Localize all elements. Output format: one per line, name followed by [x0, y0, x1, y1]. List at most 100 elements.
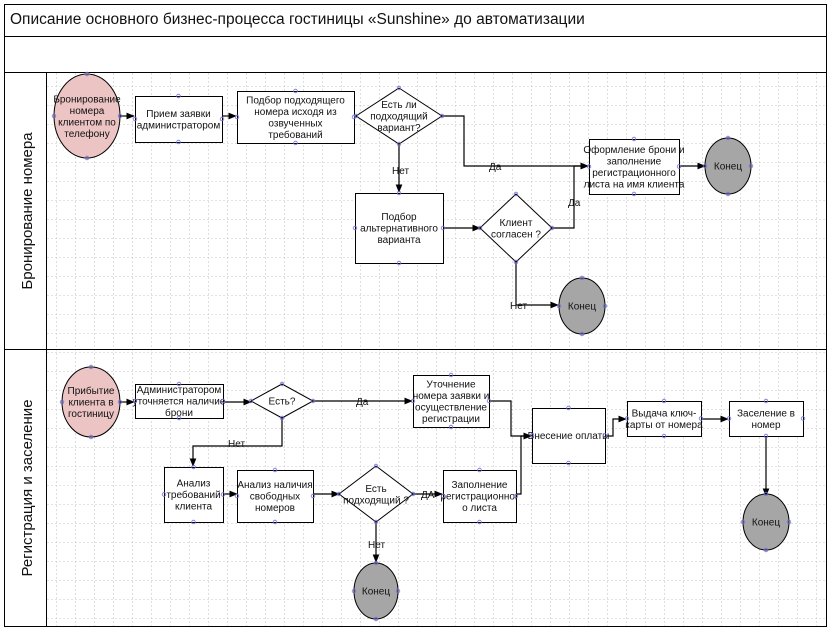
node-text: номера	[70, 106, 105, 117]
node-text: регистрационног	[440, 492, 519, 503]
node-fill-booking: Оформление брони изаполнениерегистрацион…	[583, 136, 685, 197]
connection-point	[763, 491, 769, 497]
process-box	[164, 467, 224, 523]
connection-point	[248, 398, 254, 404]
connection-point	[748, 163, 754, 169]
node-text: брони	[165, 407, 193, 419]
node-text: номера исходя из	[254, 107, 337, 118]
connection-point	[396, 141, 402, 147]
connection-point	[310, 493, 316, 499]
node-text: Есть ли	[381, 100, 417, 111]
node-text: Клиент	[500, 218, 533, 229]
edge-client-no	[515, 262, 559, 309]
diagram-frame	[4, 4, 827, 627]
node-text: требований	[166, 489, 220, 501]
connection-point	[566, 460, 571, 466]
connection-point	[219, 116, 225, 122]
connection-point	[279, 415, 285, 421]
node-end-3: Конец	[740, 491, 792, 553]
decision-shape	[338, 465, 414, 523]
connection-point	[220, 492, 226, 497]
node-text: Конец	[362, 587, 390, 598]
connection-point	[661, 398, 667, 404]
node-text: Конец	[568, 302, 596, 313]
connection-point	[725, 191, 731, 197]
connection-point	[763, 547, 769, 553]
edge-label-no-1: Нет	[392, 166, 409, 177]
node-text: о листа	[462, 503, 497, 514]
connectors	[120, 112, 770, 563]
node-text: требований	[268, 129, 322, 141]
connection-point	[763, 433, 769, 439]
terminator-shape	[558, 277, 606, 335]
process-box	[135, 384, 224, 419]
connection-point	[353, 113, 359, 119]
connection-point	[702, 163, 708, 169]
edge-label-yes-2: Да	[568, 198, 581, 209]
edge-payment-to-key	[605, 415, 627, 437]
connection-point	[220, 398, 226, 404]
edge-label-no-3: Нет	[228, 439, 245, 450]
node-text: свободных	[250, 491, 300, 503]
connection-point	[529, 433, 535, 438]
connection-point	[176, 381, 182, 387]
terminator-shape	[704, 137, 752, 195]
lane-label-booking: Бронирование номера	[19, 132, 36, 290]
node-text: клиента в	[68, 398, 113, 409]
edge-label-no-4: Нет	[368, 540, 385, 551]
connection-point	[740, 519, 746, 525]
connection-point	[293, 140, 298, 146]
process-box	[413, 375, 490, 428]
connection-point	[395, 588, 401, 594]
connection-point	[602, 303, 608, 309]
process-box	[443, 470, 517, 523]
node-text: варианта	[377, 235, 420, 246]
node-payment: Внесение оплаты	[528, 405, 610, 466]
connection-point	[373, 519, 379, 525]
connection-point	[513, 493, 519, 499]
connection-point	[477, 519, 482, 525]
node-text: Заполнение	[452, 480, 508, 491]
node-text: регистрации	[422, 414, 480, 425]
connection-point	[234, 114, 240, 120]
lane-label-registration: Регистрация и заселение	[19, 399, 36, 576]
connection-point	[786, 519, 792, 525]
connection-point	[117, 113, 123, 119]
process-box	[532, 408, 606, 464]
node-text: согласен ?	[491, 229, 541, 240]
connection-point	[84, 155, 90, 161]
node-text: Анализ	[177, 479, 211, 490]
connection-point	[132, 116, 138, 122]
connection-point	[310, 398, 316, 404]
node-end-2: Конец	[556, 275, 608, 337]
node-text: регистрационного	[592, 168, 676, 179]
connection-point	[191, 464, 196, 470]
node-text: осуществление	[415, 402, 487, 413]
decision-shape	[355, 87, 443, 145]
connection-point	[176, 139, 181, 145]
node-text: Уточнение	[426, 379, 476, 390]
node-text: Внесение оплаты	[528, 431, 610, 442]
node-text: Оформление брони и	[583, 144, 684, 156]
node-text: Прием заявки	[146, 109, 210, 120]
connection-point	[579, 331, 585, 337]
connection-point	[513, 191, 519, 197]
node-text: озвученных	[268, 118, 322, 129]
node-text: карты от номера	[625, 420, 703, 431]
edge-label-yes-4: ДА	[421, 490, 435, 501]
connection-point	[191, 519, 196, 525]
connection-point	[477, 225, 483, 231]
node-text: телефону	[64, 128, 109, 140]
node-text: Анализ наличия	[237, 480, 312, 491]
node-text: уточняется наличие	[133, 397, 226, 408]
node-text: листа на имя клиента	[584, 179, 685, 190]
edge-client-yes	[552, 162, 589, 229]
edge-decision-yes	[442, 115, 589, 170]
connection-point	[396, 190, 402, 196]
connection-point	[272, 519, 278, 525]
connection-point	[176, 415, 182, 421]
